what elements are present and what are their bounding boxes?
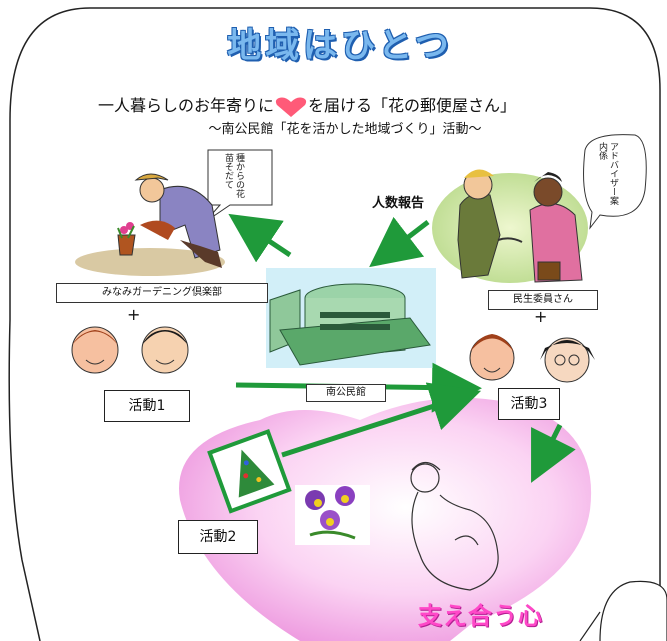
headcount-report-label: 人数報告 (372, 196, 425, 211)
mutual-support-heading: 支え合う心 (418, 602, 543, 630)
kids-left (71, 326, 189, 374)
pansy-card (295, 485, 370, 545)
activity-2-box: 活動2 (178, 520, 258, 554)
subtitle: 一人暮らしのお年寄りに を届ける「花の郵便屋さん」 (98, 92, 588, 118)
arrow-activity3-to-elder (531, 423, 576, 483)
arrow-report-to-hall (369, 216, 430, 268)
activity-1-box: 活動1 (104, 390, 190, 422)
elderly-woman-sketch (410, 461, 499, 591)
plus-sign-right: + (534, 307, 548, 326)
tree-card (207, 428, 292, 514)
welfare-commissioner-label: 民生委員さん (488, 290, 598, 310)
garden-club-label: みなみガーデニング倶楽部 (56, 283, 268, 303)
corner-bubble (599, 580, 667, 641)
gardener-figure (75, 173, 225, 276)
frame-border (8, 7, 661, 641)
page-title: 地域はひとつ (227, 26, 453, 66)
activity-caption: ～南公民館「花を活かした地域づくり」活動～ (208, 122, 482, 137)
community-hall-label: 南公民館 (306, 384, 386, 402)
gardener-bubble-text: 種からの花苗そだて (223, 153, 244, 198)
subtitle-after: を届ける「花の郵便屋さん」 (308, 96, 517, 115)
arrow-hall-to-gardener (228, 213, 292, 263)
activity-3-box: 活動3 (498, 388, 560, 420)
plus-sign-left: + (127, 305, 141, 324)
advisors-figure (457, 169, 583, 283)
kids-right (469, 334, 595, 383)
subtitle-before: 一人暮らしのお年寄りに (98, 96, 275, 115)
community-hall-building (266, 268, 436, 368)
arrow-activity2-to-activity3 (281, 382, 482, 458)
corner-bubble-tail (579, 611, 601, 641)
advisor-bubble (583, 134, 647, 230)
heart-icon (274, 96, 308, 118)
advisor-bubble-text: アドバイザー案内係 (597, 142, 618, 205)
